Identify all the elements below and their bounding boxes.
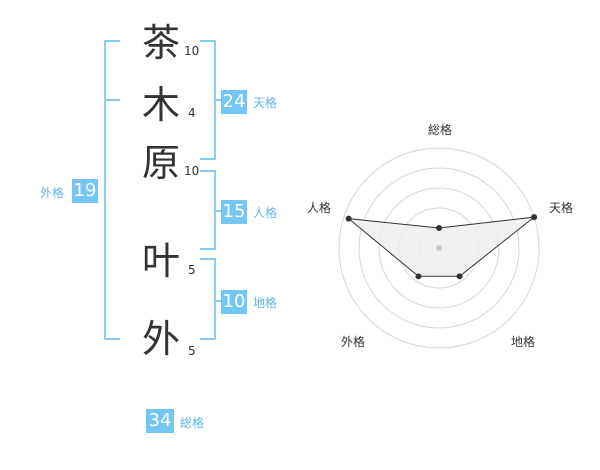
soukaku-value: 34	[146, 409, 174, 433]
radar-center-point	[436, 245, 442, 251]
name-char-4: 叶	[141, 239, 180, 283]
radar-label-gaikaku: 外格	[341, 335, 366, 349]
stroke-count-1: 10	[184, 44, 200, 58]
radar-label-chikaku: 地格	[511, 335, 536, 349]
radar-point	[415, 273, 422, 280]
gaikaku-value: 19	[72, 179, 98, 203]
stroke-count-5: 5	[188, 344, 196, 358]
chikaku-bracket	[200, 258, 216, 340]
soukaku-label: 総格	[180, 416, 205, 430]
jinkaku-bracket-tick	[214, 210, 222, 212]
stroke-count-4: 5	[188, 263, 196, 277]
tenkaku-value: 24	[221, 90, 247, 114]
radar-grid-ring	[358, 167, 520, 329]
name-char-5: 外	[141, 317, 180, 361]
radar-label-tenkaku: 天格	[549, 201, 574, 215]
radar-point	[456, 273, 463, 280]
radar-point	[531, 214, 538, 221]
radar-label-soukaku: 総格	[428, 123, 453, 137]
tenkaku-bracket-tick	[214, 99, 222, 101]
chikaku-label: 地格	[253, 296, 278, 310]
radar-grid-ring	[338, 147, 540, 349]
jinkaku-value: 15	[221, 200, 247, 224]
radar-point	[436, 225, 442, 231]
stroke-count-2: 4	[188, 106, 196, 120]
gaikaku-bracket-tick	[104, 99, 120, 101]
name-char-1: 茶	[141, 21, 180, 65]
chikaku-value: 10	[221, 290, 247, 314]
chikaku-bracket-tick	[214, 300, 222, 302]
radar-point	[345, 215, 352, 222]
name-char-3: 原	[141, 141, 180, 185]
radar-grid-ring	[378, 187, 500, 309]
gaikaku-bracket	[104, 40, 120, 340]
jinkaku-label: 人格	[253, 206, 278, 220]
radar-label-jinkaku: 人格	[307, 201, 332, 215]
gaikaku-label: 外格	[40, 186, 65, 200]
name-char-2: 木	[141, 83, 180, 127]
tenkaku-label: 天格	[253, 96, 278, 110]
stroke-count-3: 10	[184, 164, 200, 178]
